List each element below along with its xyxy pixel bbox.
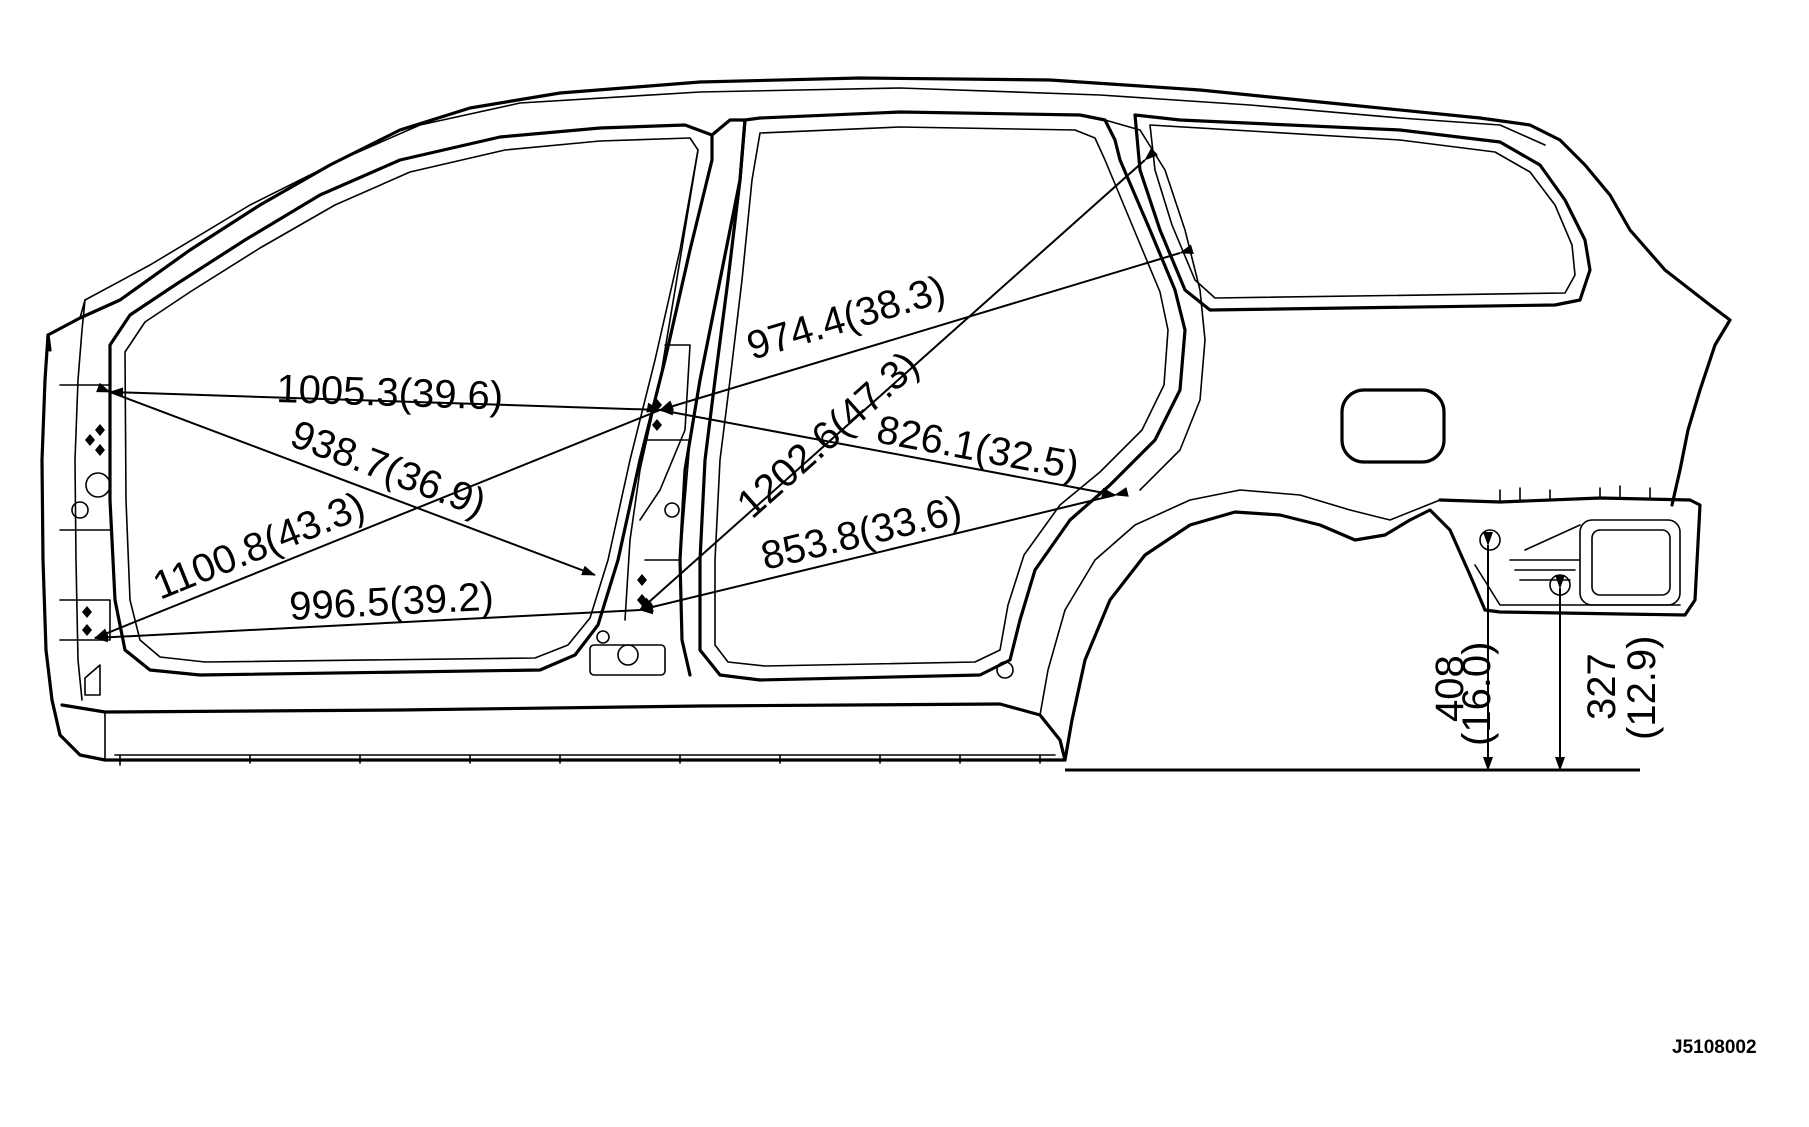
height-label-408-inch: (16.0)	[1455, 642, 1499, 747]
dimension-label-826: 826.1(32.5)	[873, 408, 1082, 489]
height-label-327: 327	[1580, 653, 1624, 720]
dimension-arrows	[94, 147, 1565, 771]
figure-code: J5108002	[1672, 1037, 1757, 1058]
dimension-label-1005: 1005.3(39.6)	[276, 367, 504, 418]
height-label-408: 408	[1428, 655, 1472, 722]
rocker-tick-marks	[119, 754, 1041, 766]
height-label-327-inch: (12.9)	[1620, 636, 1664, 741]
dimension-label-996: 996.5(39.2)	[288, 575, 495, 629]
dimension-label-853: 853.8(33.6)	[757, 488, 966, 579]
